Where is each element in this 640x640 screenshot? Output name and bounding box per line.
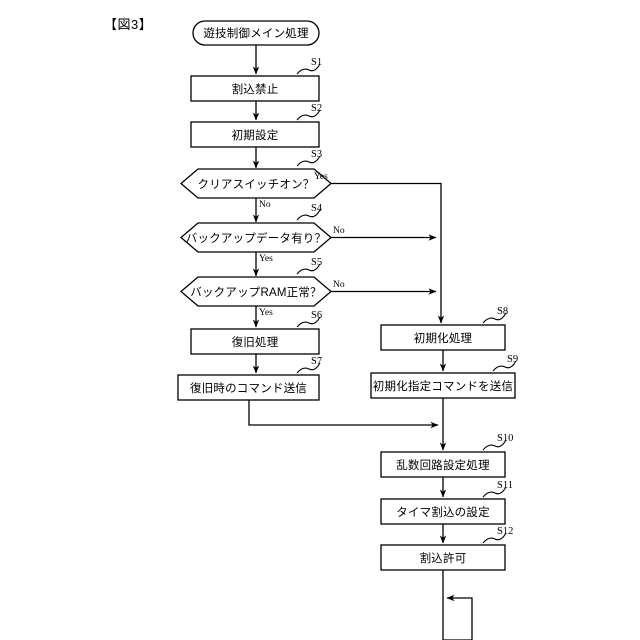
branch-label-S5-no: No [333, 280, 345, 290]
node-S6-shape [190, 328, 320, 355]
node-S1-shape [190, 75, 320, 102]
branch-label-S3-no: No [259, 200, 271, 210]
node-S4-shape [179, 222, 333, 253]
step-label-S8: S8 [497, 306, 509, 317]
step-label-S7: S7 [311, 356, 323, 367]
node-S11-shape [380, 498, 506, 525]
step-label-S1: S1 [311, 57, 323, 68]
step-label-S12: S12 [497, 526, 514, 537]
branch-label-S5-yes: Yes [259, 308, 273, 318]
branch-label-S4-yes: Yes [259, 254, 273, 264]
step-label-S5: S5 [311, 257, 323, 268]
figure-title: 【図3】 [104, 17, 153, 32]
node-S7-shape [177, 374, 320, 401]
branch-label-S3-yes: Yes [314, 172, 328, 182]
node-S2-shape [190, 121, 320, 148]
step-label-S6: S6 [311, 310, 323, 321]
branch-label-S4-no: No [333, 226, 345, 236]
node-S5-shape [179, 276, 333, 307]
node-S10-shape [380, 451, 506, 478]
step-label-S10: S10 [497, 433, 514, 444]
start-node-shape [192, 20, 320, 46]
node-S3-shape [179, 168, 333, 199]
step-label-S3: S3 [311, 149, 323, 160]
step-label-S11: S11 [497, 480, 513, 491]
step-label-S4: S4 [311, 203, 323, 214]
node-S9-shape [370, 372, 516, 399]
step-label-S9: S9 [507, 354, 519, 365]
node-S12-shape [380, 544, 506, 571]
node-S8-shape [380, 324, 506, 351]
step-label-S2: S2 [311, 103, 323, 114]
